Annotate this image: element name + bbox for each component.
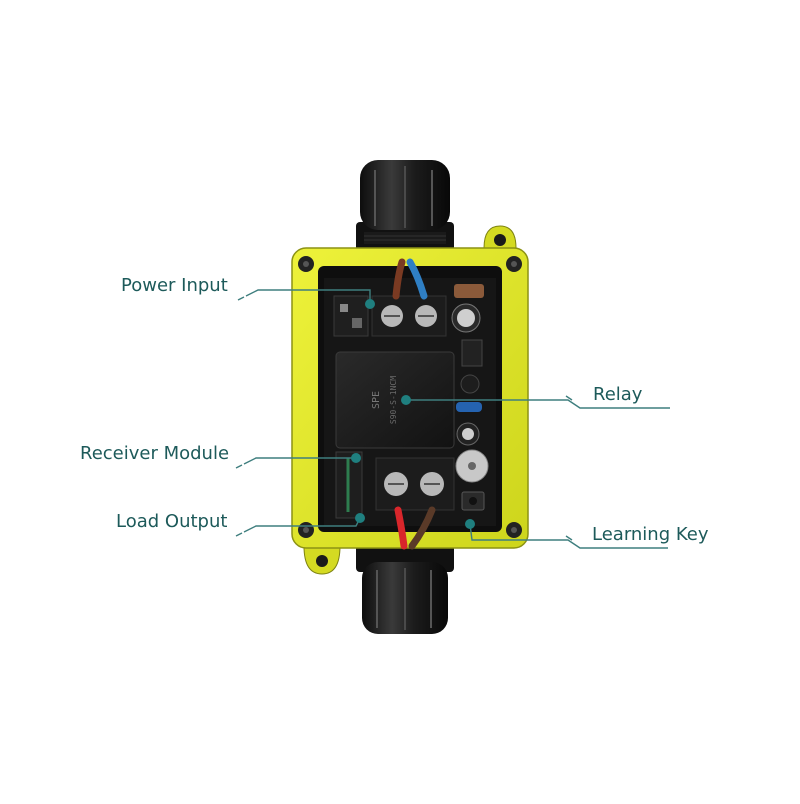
mounting-tab-bottom bbox=[303, 545, 341, 575]
leader-learning-key bbox=[469, 523, 668, 549]
corner-screw-icon bbox=[506, 522, 522, 538]
leader-power-input bbox=[245, 289, 371, 304]
circuit-board: SPE S90-S-1NCM bbox=[324, 258, 496, 550]
marker-dot-relay bbox=[401, 395, 411, 405]
leader-receiver-module bbox=[243, 457, 356, 465]
mounting-tab-top bbox=[483, 225, 517, 249]
corner-screw-icon bbox=[506, 256, 522, 272]
bottom-cable-gland bbox=[356, 538, 454, 634]
corner-screw-icon bbox=[298, 522, 314, 538]
marker-dot-power-input bbox=[365, 299, 375, 309]
label-relay: Relay bbox=[593, 384, 643, 405]
leader-end-dashes bbox=[235, 296, 573, 541]
corner-screw-icon bbox=[298, 256, 314, 272]
label-receiver-module: Receiver Module bbox=[80, 443, 230, 464]
label-learning-key: Learning Key bbox=[592, 524, 709, 545]
marker-dot-receiver-module bbox=[351, 453, 361, 463]
relay-model-text: S90-S-1NCM bbox=[389, 376, 398, 424]
callout-dots bbox=[351, 299, 475, 529]
callout-leaders bbox=[243, 289, 670, 549]
label-load-output: Load Output bbox=[116, 511, 228, 532]
output-terminal-block bbox=[375, 457, 455, 511]
marker-dot-learning-key bbox=[465, 519, 475, 529]
marker-dot-load-output bbox=[355, 513, 365, 523]
leader-relay bbox=[406, 399, 670, 409]
relay-brand-text: SPE bbox=[371, 391, 382, 409]
top-cable-gland bbox=[356, 160, 454, 254]
input-terminal-block bbox=[371, 295, 447, 337]
label-power-input: Power Input bbox=[121, 275, 228, 296]
